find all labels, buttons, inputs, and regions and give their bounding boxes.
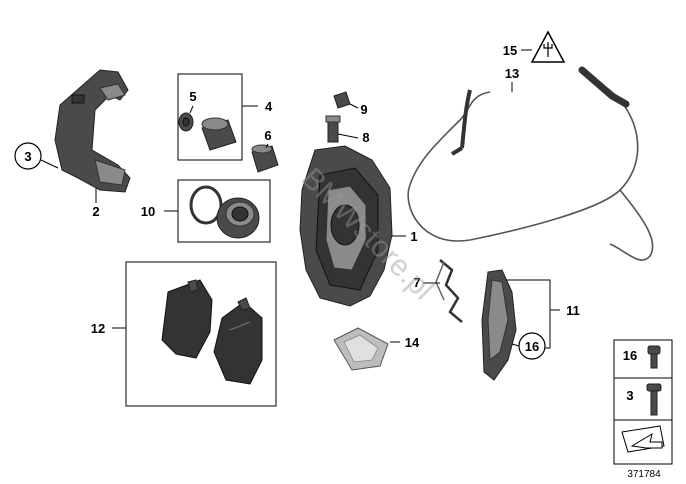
guide-bushing-5: 5 [178, 89, 197, 132]
svg-text:10: 10 [141, 204, 155, 219]
plug-icon [543, 42, 553, 57]
callout-16-circle: 16 [511, 332, 546, 360]
arrow-icon [621, 425, 665, 453]
callout-box-10: 10 [141, 179, 271, 243]
svg-text:3: 3 [626, 388, 633, 403]
svg-text:4: 4 [265, 99, 273, 114]
bolt-3-icon [646, 383, 662, 416]
guide-sleeve [201, 117, 237, 151]
brake-pad-outer [213, 297, 263, 385]
callout-3: 3 [14, 142, 59, 170]
brake-pad-inner [161, 279, 213, 359]
guide-pin-6: 6 [251, 128, 279, 173]
svg-text:14: 14 [405, 335, 420, 350]
caliper-carrier-bracket [54, 69, 131, 193]
brake-pad-shim-11 [481, 269, 517, 381]
callout-2: 2 [92, 188, 100, 219]
brake-piston [216, 197, 260, 239]
svg-text:1: 1 [410, 229, 417, 244]
bleed-valve-8: 8 [325, 115, 370, 145]
screw-16-icon [647, 345, 661, 369]
svg-text:8: 8 [362, 130, 369, 145]
svg-text:12: 12 [91, 321, 105, 336]
callout-box-4: 4 [177, 73, 273, 161]
grease-packet-14: 14 [333, 327, 420, 371]
brake-wear-sensor-13: 13 [407, 66, 654, 261]
fastener-legend: 16 3 [613, 339, 673, 465]
svg-text:16: 16 [623, 348, 637, 363]
svg-text:7: 7 [413, 275, 420, 290]
svg-text:9: 9 [360, 102, 367, 117]
svg-text:2: 2 [92, 204, 99, 219]
svg-text:13: 13 [505, 66, 519, 81]
bleed-valve-cap-9: 9 [333, 91, 368, 117]
callout-bracket-11: 11 [506, 279, 580, 349]
svg-text:15: 15 [503, 43, 517, 58]
svg-text:5: 5 [189, 89, 196, 104]
brake-caliper-housing: 1 [299, 145, 418, 307]
warning-triangle-15: 15 [503, 30, 566, 63]
callout-box-12: 12 [91, 261, 277, 407]
anti-rattle-spring-7: 7 [413, 259, 463, 323]
svg-text:16: 16 [525, 339, 539, 354]
piston-seal-ring [189, 185, 223, 225]
svg-text:11: 11 [566, 303, 580, 318]
svg-text:3: 3 [24, 149, 31, 164]
svg-text:6: 6 [264, 128, 271, 143]
reference-number: 371784 [627, 469, 661, 480]
